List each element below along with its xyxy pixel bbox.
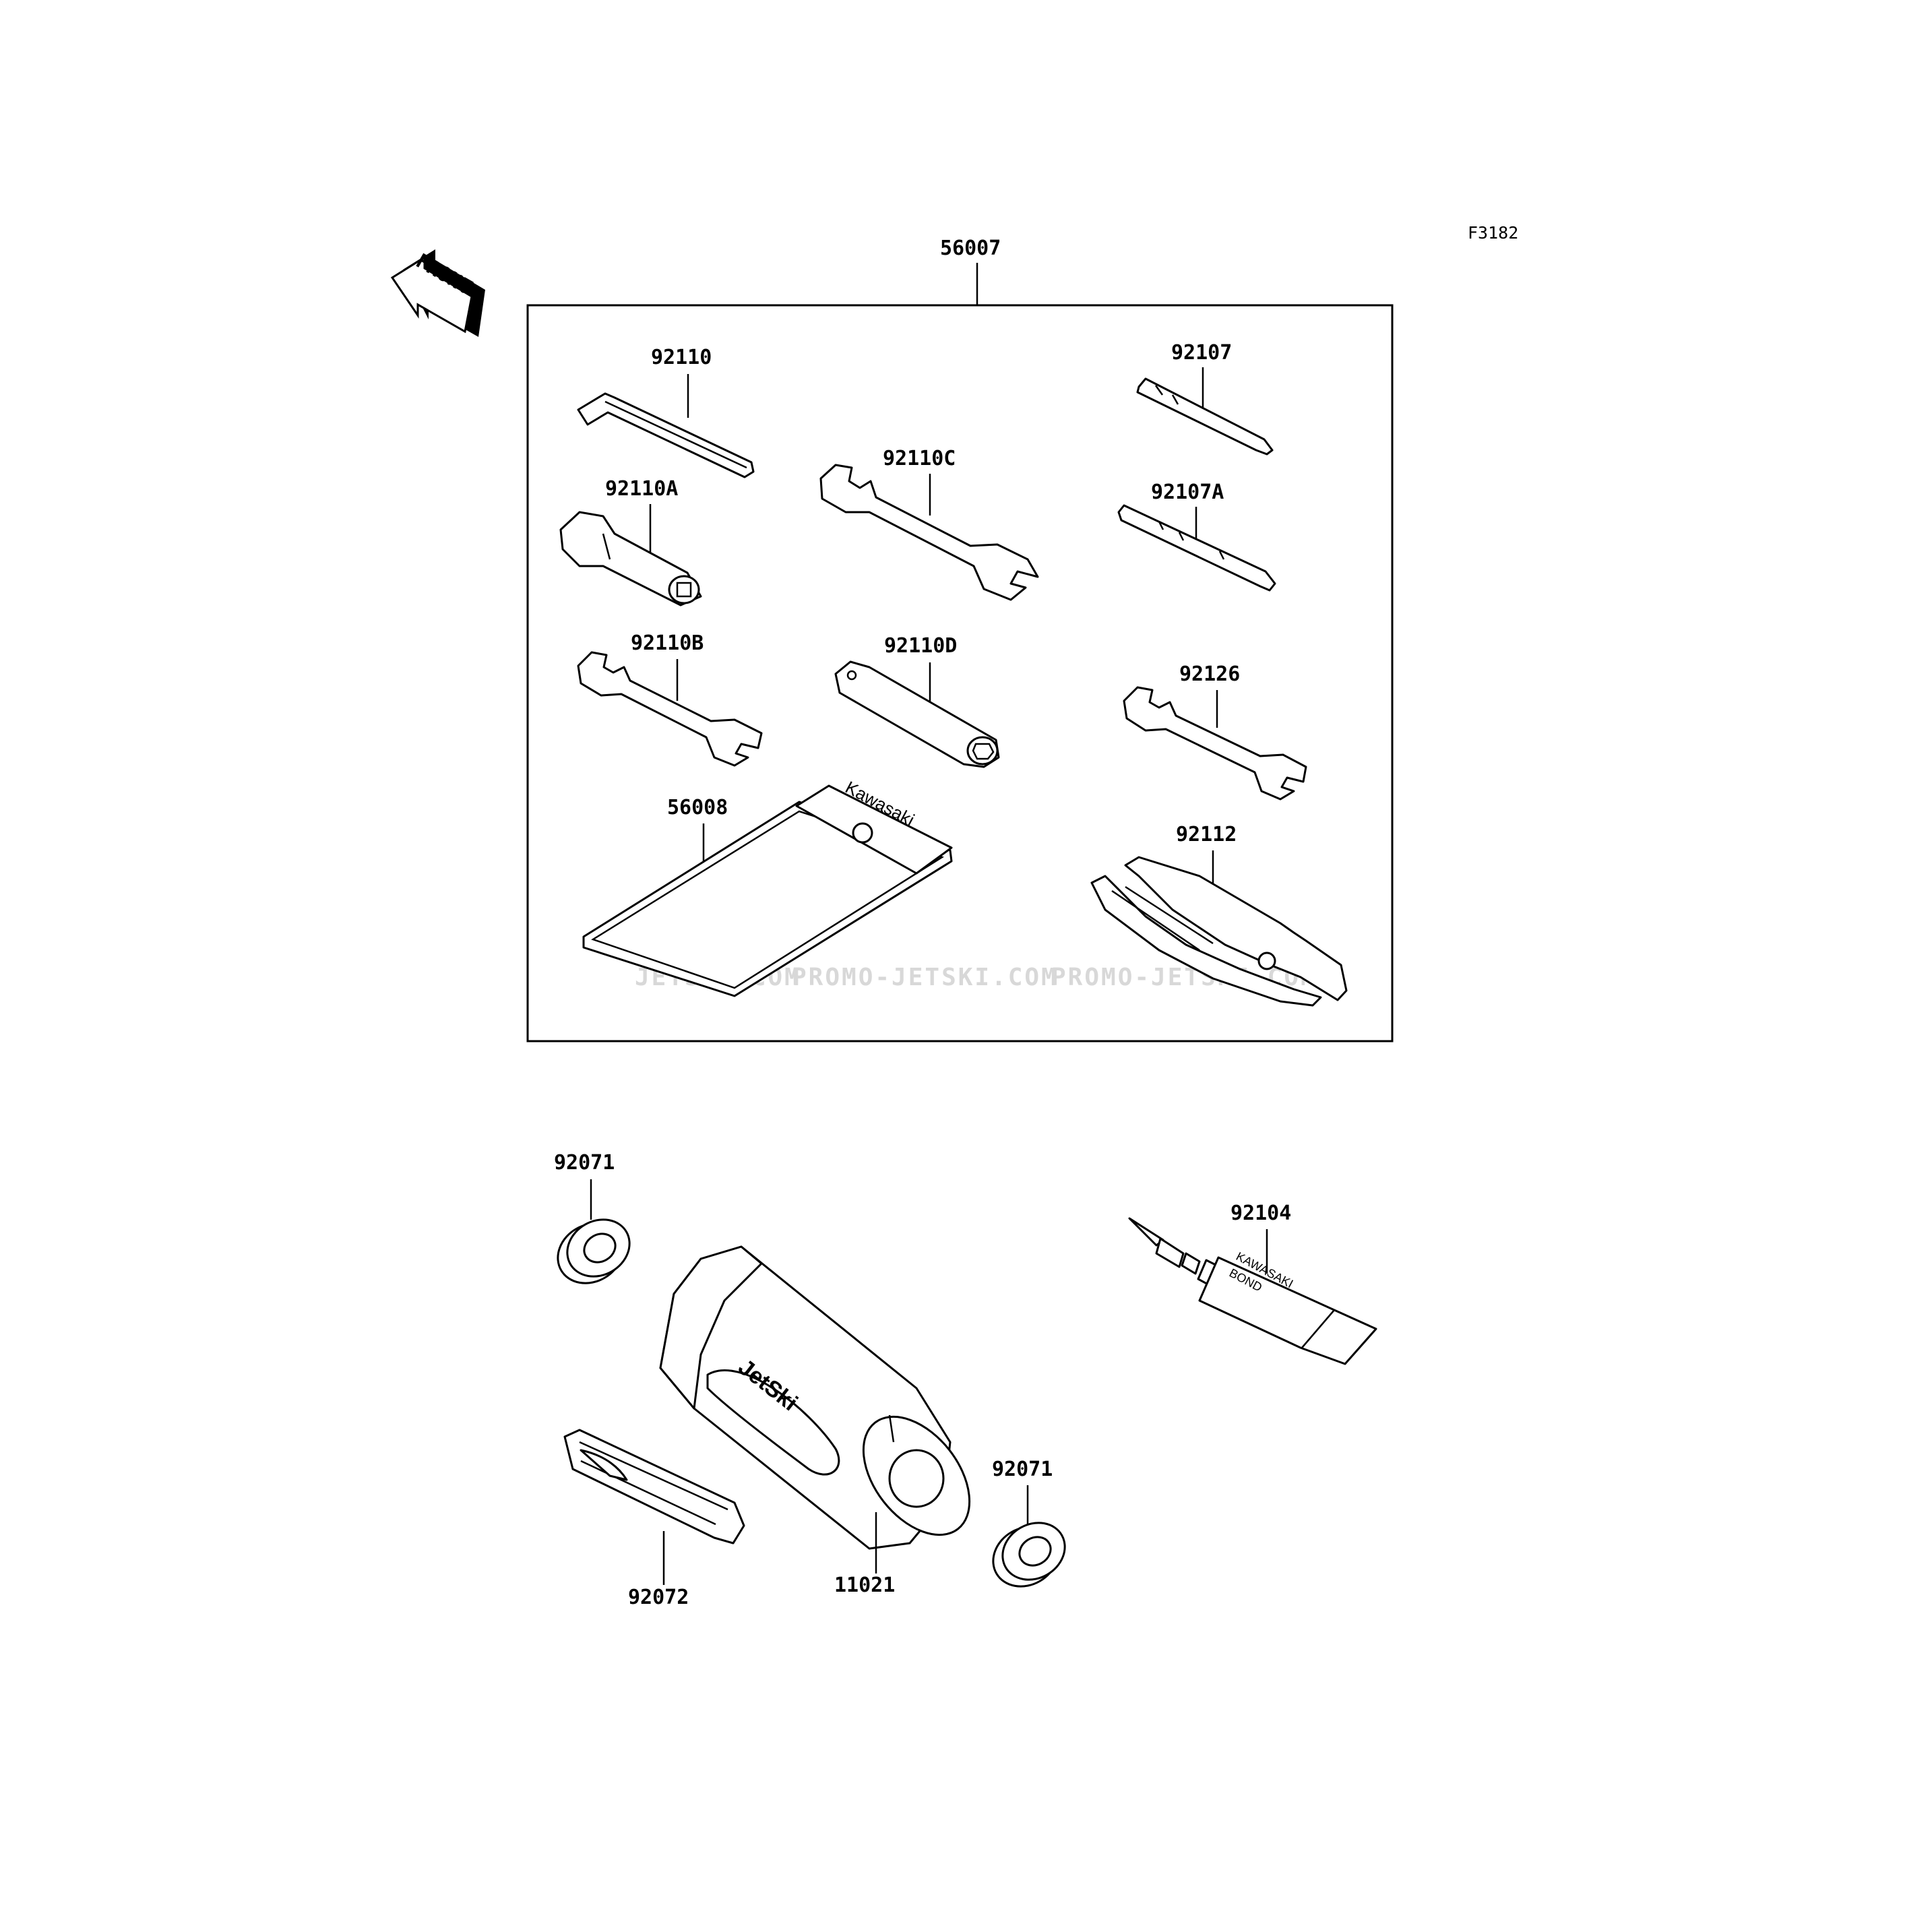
label-92107A: 92107A [1151, 480, 1224, 504]
label-92071-left: 92071 [554, 1151, 615, 1175]
rubber-grommet-left-icon [557, 1218, 631, 1284]
bond-tube-icon: KAWASAKI BOND [1128, 1217, 1377, 1365]
label-92110B: 92110B [631, 631, 704, 655]
label-56007: 56007 [940, 237, 1001, 260]
label-56008: 56008 [667, 796, 728, 819]
watermark-2: PROMO-JETSKI.COM [792, 964, 1058, 991]
tube-socket-wrench-icon [834, 660, 1000, 768]
label-92110C: 92110C [883, 447, 956, 470]
pliers-icon [1090, 856, 1348, 1007]
double-screwdriver-bit-icon [1117, 504, 1276, 592]
label-11021: 11021 [834, 1573, 895, 1597]
label-92072: 92072 [628, 1586, 689, 1609]
label-92110A: 92110A [605, 477, 678, 501]
label-92112: 92112 [1176, 823, 1237, 846]
front-arrow-icon: FRONT [390, 249, 485, 337]
retaining-strap-icon [563, 1429, 745, 1545]
label-92104: 92104 [1230, 1202, 1291, 1225]
label-92126: 92126 [1179, 662, 1240, 686]
storage-canister-icon: JetSki [659, 1245, 971, 1550]
label-92110D: 92110D [884, 634, 957, 658]
open-end-wrench-92126-icon [1123, 686, 1307, 801]
plug-wrench-icon [559, 511, 702, 606]
screwdriver-bit-icon [1136, 377, 1274, 456]
rubber-grommet-right-icon [992, 1522, 1066, 1588]
figure-reference: F3182 [1468, 223, 1518, 243]
hex-key-icon [577, 392, 755, 478]
label-92107: 92107 [1171, 341, 1232, 365]
open-end-wrench-large-icon [819, 464, 1039, 601]
open-end-wrench-small-icon [577, 651, 763, 767]
label-92071-right: 92071 [992, 1458, 1053, 1481]
label-92110: 92110 [651, 346, 712, 369]
tool-kit-box [526, 304, 1394, 1042]
